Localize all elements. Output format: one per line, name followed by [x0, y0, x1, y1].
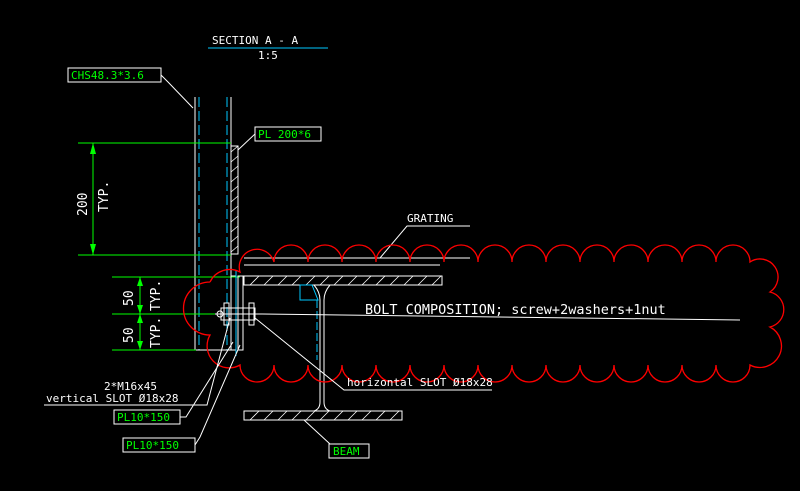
- bolts-label: 2*M16x45: [104, 380, 157, 393]
- chs-tag: CHS48.3*3.6: [67, 67, 194, 109]
- bolts-callout: 2*M16x45 vertical SLOT Ø18x28: [44, 317, 231, 406]
- grating-label: GRATING: [407, 212, 453, 225]
- bolt-assembly: [215, 302, 262, 326]
- beam-bottom-flange: [243, 410, 403, 421]
- pl10-tag-b: PL10*150: [122, 344, 241, 453]
- pl200-tag-text: PL 200*6: [258, 128, 311, 141]
- beam-tag-text: BEAM: [333, 445, 360, 458]
- dim-50-lower-note: TYP.: [149, 317, 164, 348]
- section-scale: 1:5: [258, 49, 278, 62]
- dim-200-note: TYP.: [97, 181, 112, 212]
- dim-50-upper-value: 50: [122, 290, 137, 306]
- beam-top-flange: [243, 275, 443, 301]
- chs-tube: [194, 97, 232, 351]
- beam-tag: BEAM: [303, 419, 370, 459]
- bolt-composition-note: BOLT COMPOSITION; screw+2washers+1nut: [261, 302, 741, 321]
- pl10-tag-a: PL10*150: [113, 341, 234, 425]
- bolt-composition-text: BOLT COMPOSITION; screw+2washers+1nut: [365, 302, 666, 318]
- pl200-plate: [230, 145, 239, 255]
- dim-200-value: 200: [76, 193, 91, 216]
- revision-cloud: [182, 244, 785, 383]
- dim-50-lower-value: 50: [122, 327, 137, 343]
- vertical-slot-label: vertical SLOT Ø18x28: [46, 392, 178, 405]
- horizontal-slot-callout: horizontal SLOT Ø18x28: [254, 317, 493, 391]
- pl200-tag: PL 200*6: [237, 126, 322, 151]
- horizontal-slot-label: horizontal SLOT Ø18x28: [347, 376, 493, 389]
- section-title-block: SECTION A - A 1:5: [208, 34, 328, 62]
- beam-web: [313, 284, 331, 412]
- section-title: SECTION A - A: [212, 34, 298, 47]
- dim-50-upper-note: TYP.: [149, 280, 164, 311]
- connection-plates: [230, 270, 244, 356]
- chs-tag-text: CHS48.3*3.6: [71, 69, 144, 82]
- pl10-tag-a-text: PL10*150: [117, 411, 170, 424]
- pl10-tag-b-text: PL10*150: [126, 439, 179, 452]
- dimension-200: 200 TYP.: [76, 142, 231, 256]
- grating: GRATING: [244, 212, 470, 266]
